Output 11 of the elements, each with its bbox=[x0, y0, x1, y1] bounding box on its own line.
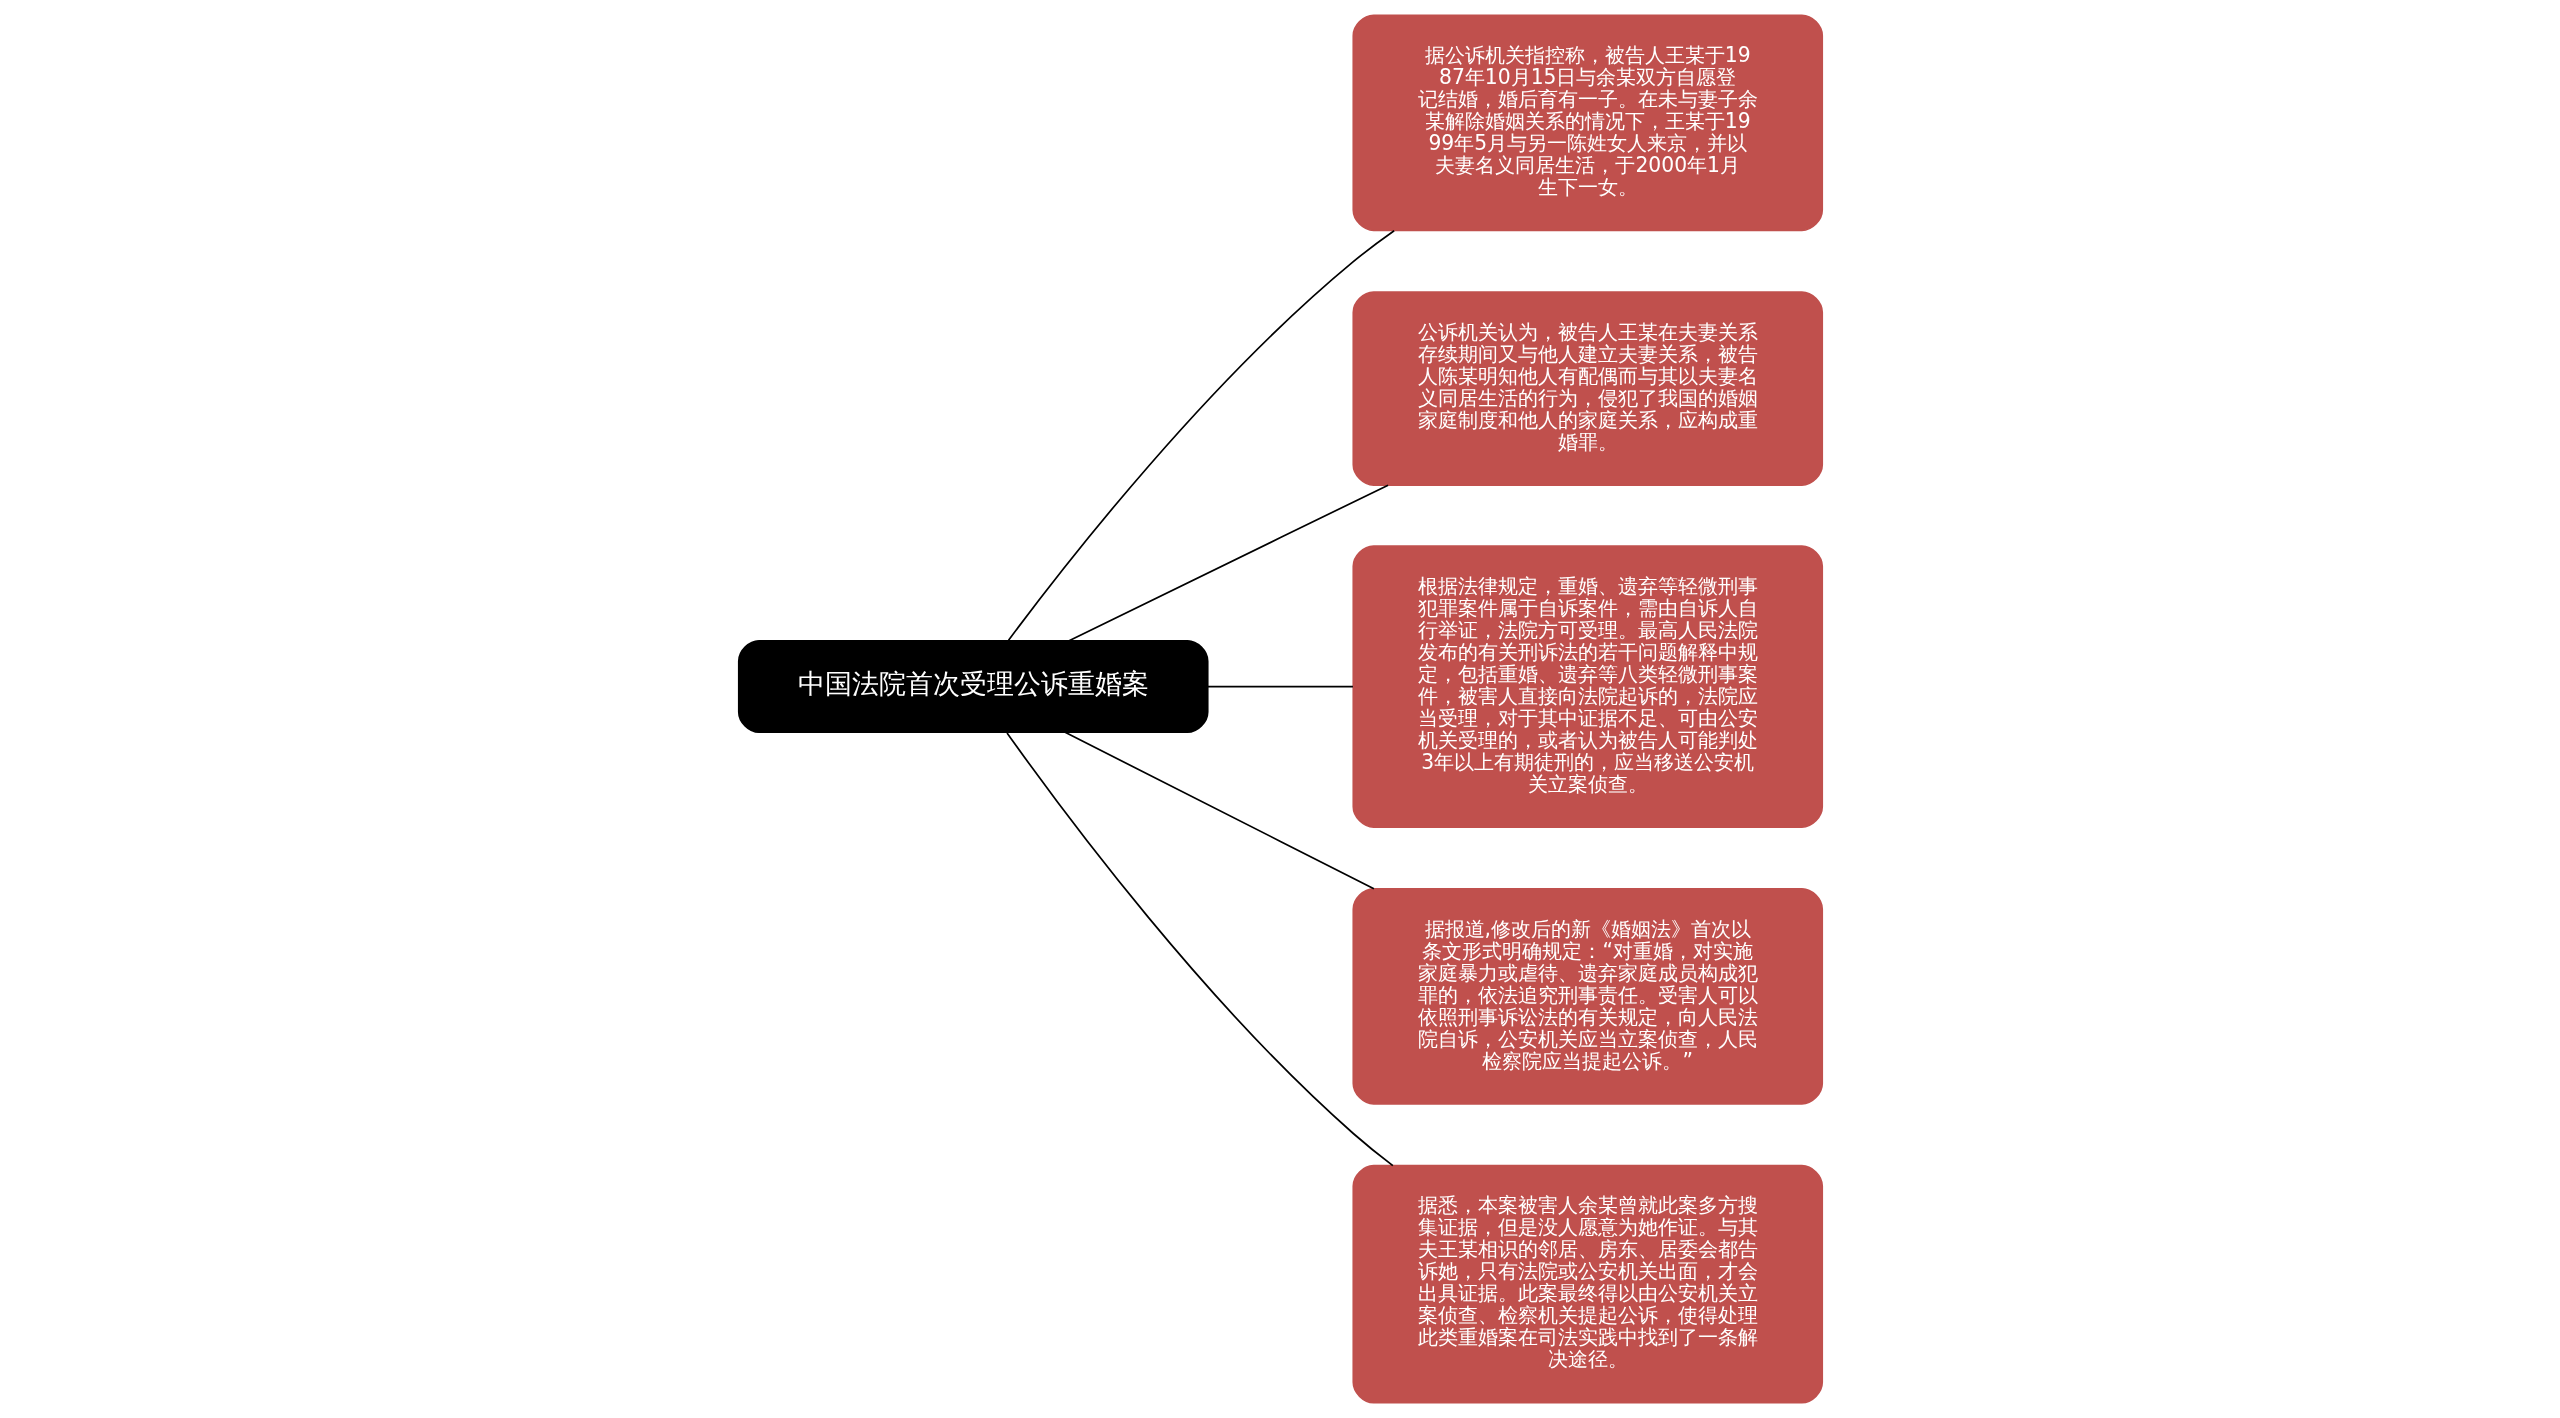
node-box: 据报道,修改后的新《婚姻法》首次以条文形式明确规定：“对重婚，对实施家庭暴力或虐待、遗弃家庭成员构成犯罪的，依法追究刑事责任。受害人可以依照刑事诉讼法的有关规定，向人民法院自诉，公安机关应当立案侦查，人民检察院应当提起公诉。” bbox=[1351, 888, 1823, 1105]
connector bbox=[1063, 731, 1375, 890]
node-box: 据公诉机关指控称，被告人王某于1987年10月15日与余某双方自愿登记结婚，婚后育有一子。在未与妻子余某解除婚姻关系的情况下，王某于1999年5月与另一陈姓女人来京，并以夫妻名义同居生活，于2000年1月生下一女。 bbox=[1351, 14, 1823, 232]
node-box: 中国法院首次受理公诉重婚案 bbox=[737, 640, 1209, 734]
node-box: 公诉机关认为，被告人王某在夫妻关系存续期间又与他人建立夫妻关系，被告人陈某明知他人有配偶而与其以夫妻名义同居生活的行为，侵犯了我国的婚姻家庭制度和他人的家庭关系，应构成重婚罪。 bbox=[1351, 291, 1823, 486]
connector bbox=[1206, 685, 1354, 688]
node-box: 根据法律规定，重婚、遗弃等轻微刑事犯罪案件属于自诉案件，需由自诉人自行举证，法院方可受理。最高人民法院发布的有关刑诉法的若干问题解释中规定，包括重婚、遗弃等八类轻微刑事案件，被害人直接向法院起诉的，法院应当受理，对于其中证据不足、可由公安机关受理的，或者认为被告人可能判处3年以上有期徒刑的，应当移送公安机关立案侦查。 bbox=[1351, 545, 1823, 828]
connector bbox=[1067, 484, 1389, 642]
connector bbox=[1005, 732, 1394, 1167]
connector bbox=[1007, 229, 1395, 642]
node-box: 据悉，本案被害人余某曾就此案多方搜集证据，但是没人愿意为她作证。与其夫王某相识的邻居、房东、居委会都告诉她，只有法院或公安机关出面，才会出具证据。此案最终得以由公安机关立案侦查、检察机关提起公诉，使得处理此类重婚案在司法实践中找到了一条解决途径。 bbox=[1351, 1164, 1823, 1404]
